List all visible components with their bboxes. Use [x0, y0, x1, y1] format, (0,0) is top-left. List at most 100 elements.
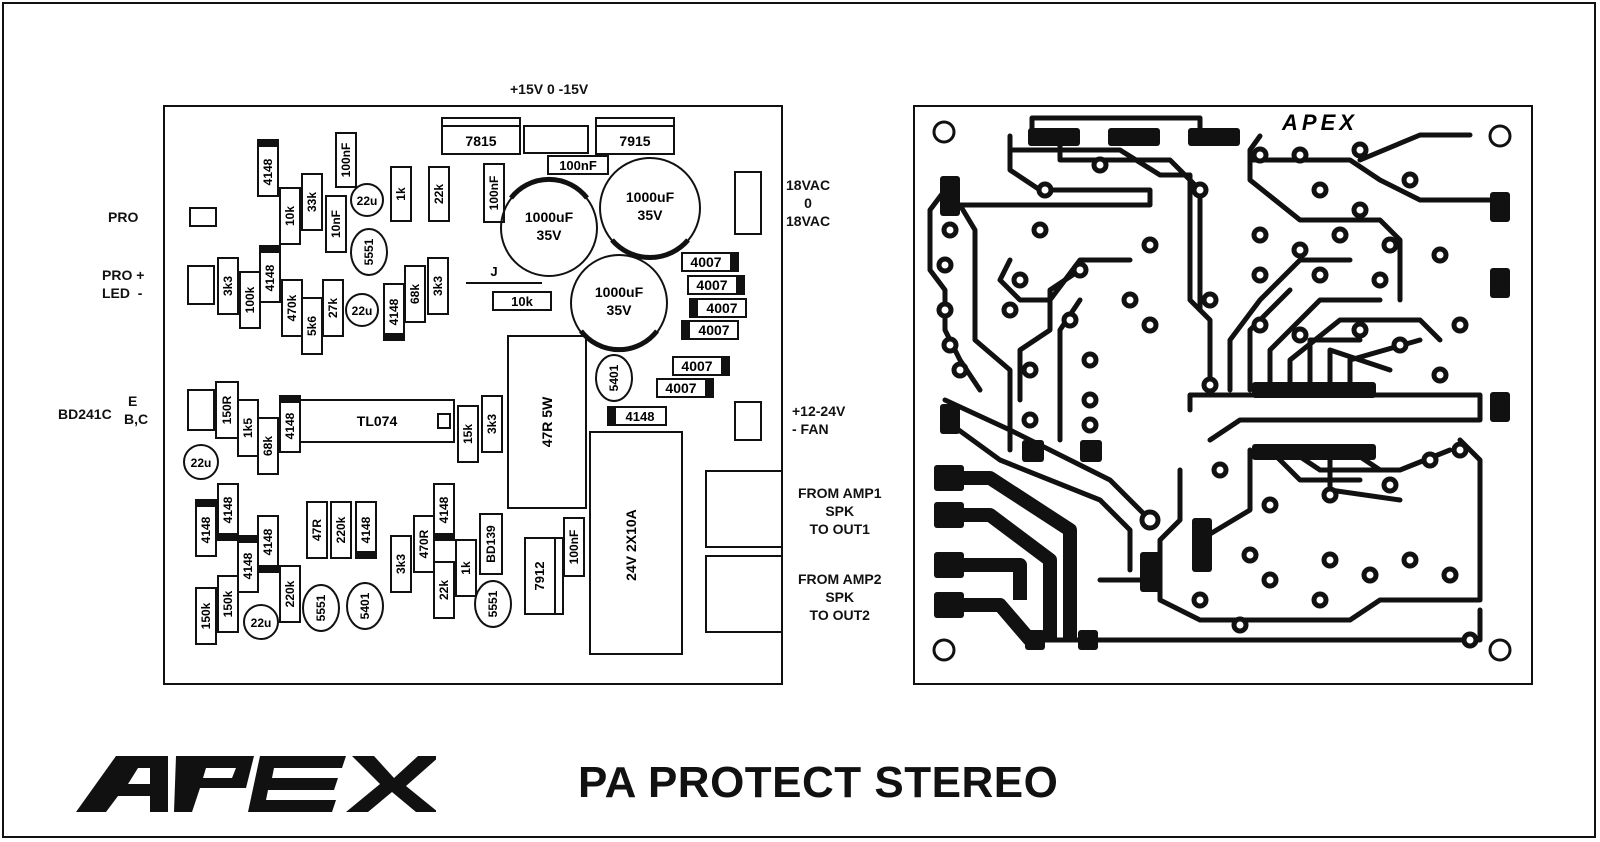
svg-text:100k: 100k — [243, 286, 257, 313]
diode-4148-l2: 4148 — [217, 483, 239, 541]
bd241c-label: BD241C — [58, 406, 112, 422]
diode-4148-ul3: 4148 — [383, 283, 405, 341]
resistor-220k-b: 220k — [330, 501, 352, 559]
svg-text:J: J — [490, 264, 497, 279]
svg-text:22u: 22u — [191, 456, 212, 470]
svg-text:1000uF: 1000uF — [595, 284, 644, 300]
svg-text:4148: 4148 — [387, 298, 401, 325]
resistor-68k-a: 68k — [404, 265, 426, 323]
pro-pad — [189, 207, 217, 227]
svg-text:100nF: 100nF — [339, 143, 353, 178]
svg-text:3k3: 3k3 — [394, 554, 408, 574]
resistor-150k-b: 150k — [217, 575, 239, 633]
svg-text:4007: 4007 — [665, 380, 696, 396]
diode-4007-group: 4007 4007 4007 4007 4007 4007 — [656, 252, 747, 398]
svg-text:10k: 10k — [283, 206, 297, 226]
regulator-7915: 7915 — [595, 117, 675, 155]
svg-text:22u: 22u — [251, 616, 272, 630]
svg-text:47R: 47R — [310, 519, 324, 541]
diode-4148-l5: 4148 — [355, 501, 377, 559]
svg-text:220k: 220k — [334, 516, 348, 543]
svg-text:BD139: BD139 — [484, 525, 498, 563]
pro-label: PRO — [108, 209, 139, 225]
svg-text:150k: 150k — [221, 590, 235, 617]
svg-text:68k: 68k — [261, 436, 275, 456]
fan-connector — [734, 401, 762, 441]
svg-text:10nF: 10nF — [329, 210, 343, 238]
regulator-7815: 7815 — [441, 117, 521, 155]
resistor-33k: 33k — [301, 173, 323, 231]
diode-4148-relay: 4148 — [607, 406, 667, 426]
svg-text:35V: 35V — [607, 302, 633, 318]
svg-text:5551: 5551 — [362, 238, 376, 265]
resistor-47r-5w: 47R 5W — [507, 335, 587, 509]
resistor-15k: 15k — [457, 405, 479, 463]
resistor-1k-top: 1k — [390, 166, 412, 222]
svg-text:7815: 7815 — [465, 133, 496, 149]
cap-22u-2: 22u — [345, 293, 379, 327]
svg-text:5401: 5401 — [607, 364, 621, 391]
svg-text:4148: 4148 — [221, 496, 235, 523]
pro-led-label: PRO + LED - — [102, 267, 145, 301]
svg-text:24V 2X10A: 24V 2X10A — [623, 509, 639, 581]
amp2-label: FROM AMP2 SPK TO OUT2 — [798, 571, 882, 623]
svg-text:27k: 27k — [326, 298, 340, 318]
base-collector-label: B,C — [124, 411, 149, 427]
cap-1000uf-1: 1000uF 35V — [500, 176, 598, 277]
svg-text:3k3: 3k3 — [221, 276, 235, 296]
bd241c-pad — [187, 389, 215, 431]
resistor-22k-top: 22k — [428, 166, 450, 222]
svg-text:10k: 10k — [511, 294, 533, 309]
transistor-5401-l: 5401 — [346, 582, 384, 630]
svg-text:4148: 4148 — [261, 158, 275, 185]
resistor-1k-b: 1k — [455, 539, 477, 597]
cap-box-top — [523, 125, 589, 154]
cap-1000uf-3: 1000uF 35V — [570, 254, 668, 353]
svg-text:100nF: 100nF — [487, 176, 501, 211]
svg-text:1k: 1k — [394, 187, 408, 201]
ac-connector — [734, 171, 762, 235]
svg-text:4007: 4007 — [696, 277, 727, 293]
svg-text:47R 5W: 47R 5W — [539, 396, 555, 447]
transistor-5401-top: 5401 — [595, 354, 633, 402]
svg-text:4148: 4148 — [199, 516, 213, 543]
svg-text:35V: 35V — [537, 227, 563, 243]
ic-tl074: TL074 — [299, 399, 455, 443]
svg-text:150k: 150k — [199, 602, 213, 629]
svg-text:100nF: 100nF — [559, 158, 597, 173]
cap-100nf-v3: 100nF — [563, 517, 585, 577]
svg-text:4148: 4148 — [626, 409, 655, 424]
svg-text:100nF: 100nF — [567, 530, 581, 565]
emitter-label: E — [128, 393, 138, 409]
svg-text:22u: 22u — [357, 194, 378, 208]
svg-text:7912: 7912 — [532, 562, 547, 591]
svg-text:5551: 5551 — [314, 594, 328, 621]
svg-text:470k: 470k — [285, 294, 299, 321]
svg-text:4007: 4007 — [698, 322, 729, 338]
amp2-connector — [705, 555, 783, 633]
svg-text:7915: 7915 — [619, 133, 650, 149]
resistor-47r: 47R — [306, 501, 328, 559]
transistor-5551-l2: 5551 — [474, 580, 512, 628]
svg-text:150R: 150R — [220, 395, 234, 424]
resistor-68k-b: 68k — [257, 417, 279, 475]
diode-4148-l1: 4148 — [195, 499, 217, 557]
svg-text:4148: 4148 — [241, 552, 255, 579]
cap-1000uf-2: 1000uF 35V — [599, 157, 701, 260]
svg-text:1k5: 1k5 — [241, 418, 255, 438]
resistor-22k-b: 22k — [433, 561, 455, 619]
fan-label: +12-24V - FAN — [792, 403, 846, 437]
resistor-3k3-b: 3k3 — [427, 257, 449, 315]
svg-text:68k: 68k — [408, 284, 422, 304]
svg-text:4007: 4007 — [706, 300, 737, 316]
svg-text:3k3: 3k3 — [485, 414, 499, 434]
transistor-5551-l1: 5551 — [302, 584, 340, 632]
svg-text:15k: 15k — [461, 424, 475, 444]
svg-text:TL074: TL074 — [357, 413, 398, 429]
cap-100nf-v1: 100nF — [483, 163, 505, 223]
svg-text:5551: 5551 — [486, 590, 500, 617]
svg-text:470R: 470R — [417, 529, 431, 558]
